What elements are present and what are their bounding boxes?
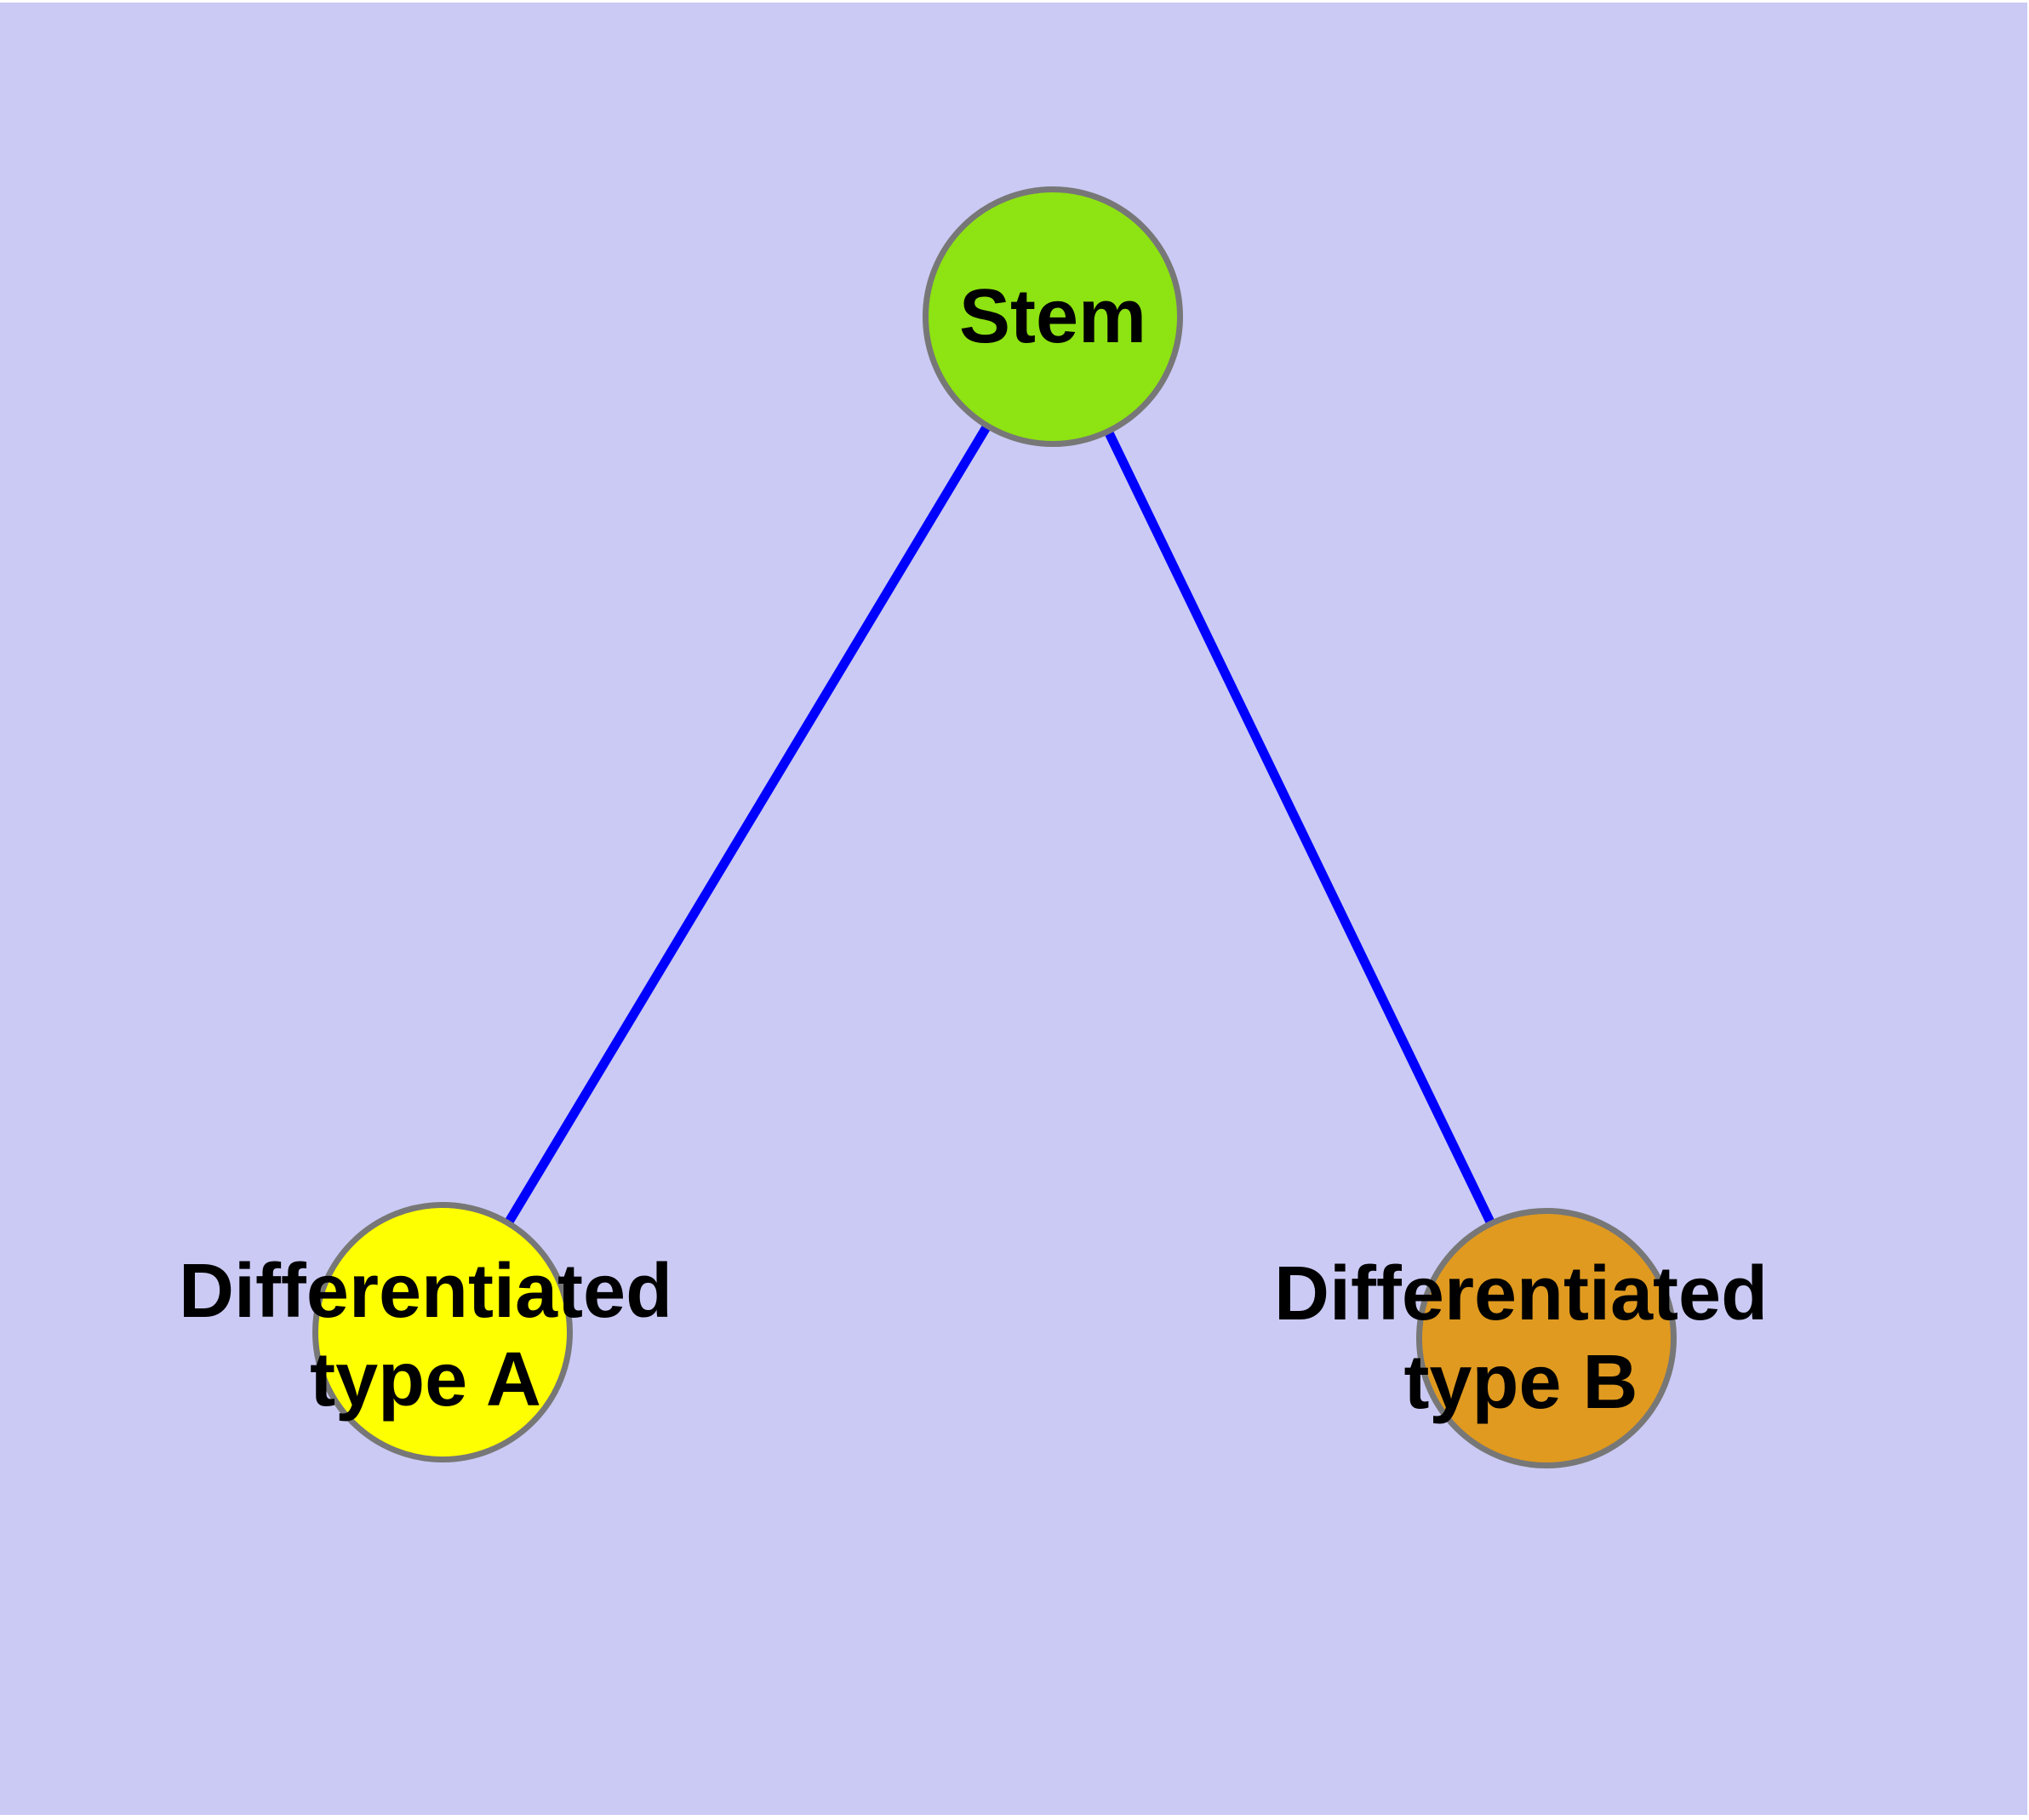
node-stem-label: Stem [958,274,1147,359]
node-type-b-circle [1416,1208,1677,1468]
node-type-a-label: Differentiated type A [178,1249,673,1422]
node-stem-circle [923,186,1183,447]
node-type-a-circle [312,1202,573,1462]
edge-stem-to-type-b [1049,314,1551,1341]
edge-stem-to-type-a [438,314,1057,1335]
node-type-b-label: Differentiated type B [1273,1251,1769,1425]
